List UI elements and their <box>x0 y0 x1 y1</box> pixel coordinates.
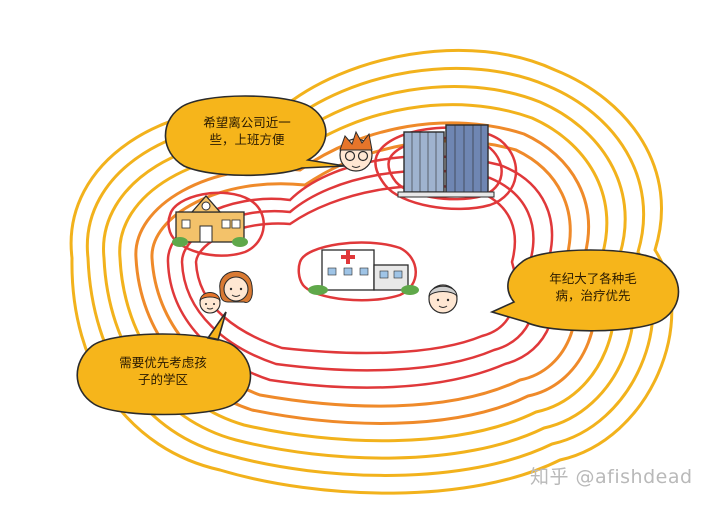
bubble-office-line-2: 些，上班方便 <box>209 132 285 147</box>
bubble-elder-line-2: 病，治疗优先 <box>555 288 631 303</box>
watermark: 知乎 @afishdead <box>530 466 693 488</box>
bubble-parent-text: 需要优先考虑孩 子的学区 <box>98 354 228 388</box>
bubble-elder-line-1: 年纪大了各种毛 <box>549 271 637 286</box>
bubble-elder-text: 年纪大了各种毛 病，治疗优先 <box>528 270 658 304</box>
bubble-parent-line-1: 需要优先考虑孩 <box>119 355 207 370</box>
bubble-office-line-1: 希望离公司近一 <box>203 115 291 130</box>
bubble-parent-line-2: 子的学区 <box>137 372 188 387</box>
bubble-office-text: 希望离公司近一 些，上班方便 <box>184 114 310 148</box>
